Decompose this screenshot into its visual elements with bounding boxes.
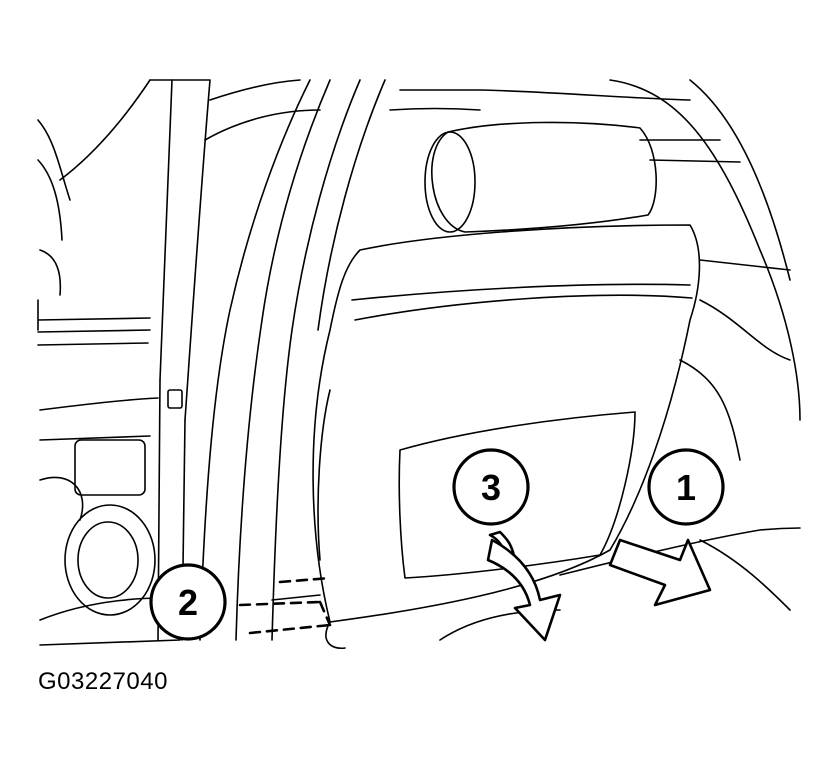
callout-number-1: 1 (676, 467, 696, 508)
dashboard-door-linework (38, 120, 190, 645)
a-pillar-linework (60, 80, 320, 640)
callout-circle-2 (151, 565, 225, 639)
callout-number-3: 3 (481, 467, 501, 508)
callout-number-2: 2 (178, 582, 198, 623)
rear-pillar-linework (390, 80, 800, 460)
figure-id-label: G03227040 (38, 668, 168, 695)
callout-circle-1 (649, 450, 723, 524)
callout-circles (151, 450, 723, 639)
b-pillar-linework (200, 80, 385, 640)
seat-back (313, 225, 699, 648)
arrow-1 (610, 540, 710, 605)
headrest (425, 122, 656, 232)
callout-circle-3 (454, 450, 528, 524)
hidden-seat-base-dashed (240, 578, 330, 633)
arrow-3 (488, 532, 560, 640)
